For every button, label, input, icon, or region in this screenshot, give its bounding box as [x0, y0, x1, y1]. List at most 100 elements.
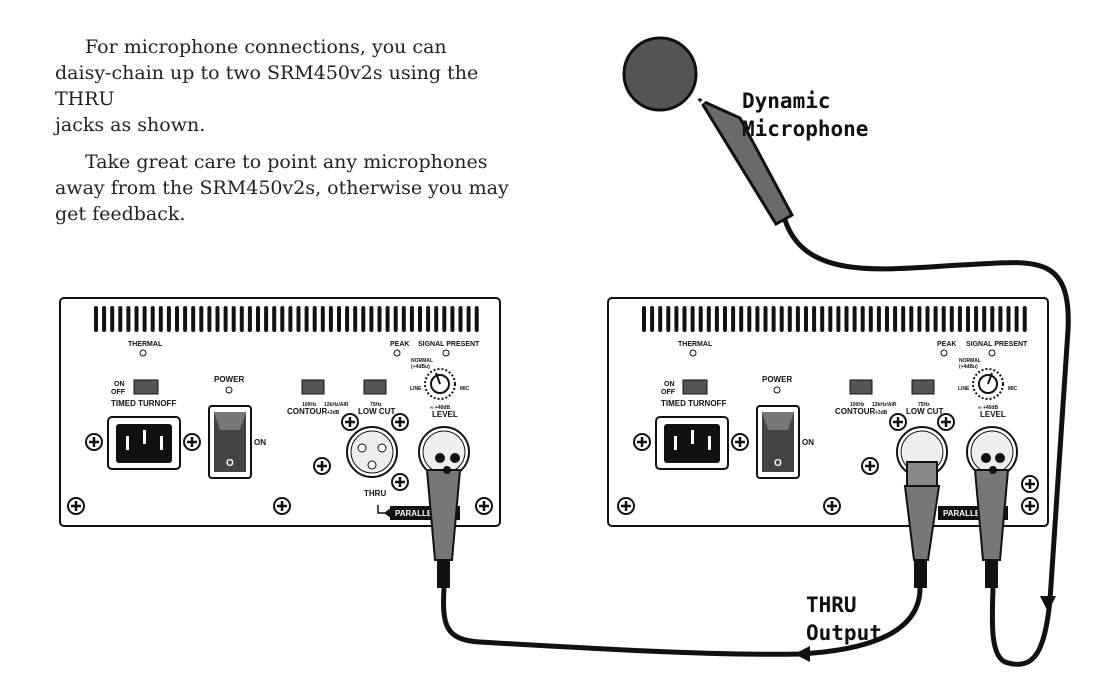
peak-led	[940, 349, 948, 357]
peak-led	[393, 349, 401, 357]
vent-slot	[690, 306, 695, 332]
signal-present-label: SIGNAL PRESENT	[966, 341, 1028, 348]
vent-slot	[458, 306, 463, 332]
dynamic-microphone-icon	[622, 36, 795, 227]
vent-slot	[418, 306, 422, 332]
vent-slot	[474, 306, 479, 332]
low-cut-freq-label: 75Hz	[918, 402, 930, 408]
timed-turnoff-switch[interactable]	[133, 379, 159, 395]
low-cut-switch[interactable]	[911, 379, 935, 395]
vent-slot	[852, 306, 857, 332]
vent-slot	[361, 306, 366, 332]
signal-present-led	[988, 349, 996, 357]
vent-slot	[1022, 306, 1027, 332]
vent-slot	[755, 306, 760, 332]
vent-slot	[369, 306, 374, 332]
mic-gain-label: MIC	[460, 386, 470, 392]
vent-slot	[795, 306, 800, 332]
contour-label: CONTOUR	[835, 407, 876, 416]
vent-slot	[385, 306, 390, 332]
vent-slot	[215, 306, 220, 332]
contour-freq-label: 100Hz	[850, 402, 865, 408]
vent-slots	[94, 306, 479, 332]
vent-slot	[207, 306, 212, 332]
on-label: ON	[664, 381, 675, 388]
vent-slot	[466, 306, 471, 332]
microphone-cable	[782, 219, 1071, 667]
vent-slot	[739, 306, 744, 332]
normal-sub-label: (+4dBu)	[959, 364, 978, 370]
line-label: LINE	[410, 386, 422, 392]
vent-slot	[304, 306, 309, 332]
vent-slot	[134, 306, 139, 332]
vent-slot	[917, 306, 922, 332]
level-label: LEVEL	[432, 410, 458, 419]
low-cut-switch[interactable]	[363, 379, 387, 395]
vent-slot	[868, 306, 873, 332]
intro-line: jacks as shown.	[55, 114, 206, 136]
vent-slot	[409, 306, 414, 332]
contour-switch[interactable]	[301, 379, 325, 395]
intro-line: daisy-chain up to two SRM450v2s using th…	[55, 62, 479, 110]
thermal-led	[689, 349, 697, 357]
vent-slot	[933, 306, 938, 332]
vent-slot	[393, 306, 398, 332]
timed-turnoff-switch[interactable]	[682, 379, 708, 395]
vent-slot	[820, 306, 825, 332]
vent-slot	[272, 306, 277, 332]
vent-slot	[876, 306, 881, 332]
vent-slot	[183, 306, 188, 332]
vent-slot	[126, 306, 131, 332]
vent-slot	[1014, 306, 1019, 332]
on-label: ON	[114, 381, 125, 388]
vent-slot	[925, 306, 930, 332]
vent-slot	[812, 306, 817, 332]
vent-slot	[990, 306, 995, 332]
vent-slot	[909, 306, 914, 332]
vent-slot	[982, 306, 987, 332]
timed-turnoff-label: TIMED TURNOFF	[661, 399, 726, 408]
vent-slot	[1006, 306, 1011, 332]
vent-slot	[264, 306, 269, 332]
vent-slot	[320, 306, 325, 332]
vent-slot	[328, 306, 333, 332]
vent-slot	[658, 306, 663, 332]
signal-present-led	[442, 349, 450, 357]
power-on-label: ON	[802, 438, 814, 447]
vent-slot	[966, 306, 970, 332]
vent-slot	[288, 306, 293, 332]
vent-slot	[650, 306, 655, 332]
level-range-label: ∞ +40dB	[430, 405, 450, 411]
contour-gain-label: +3dB	[327, 410, 340, 416]
power-label: POWER	[762, 375, 792, 384]
thru-xlr-jack[interactable]	[346, 426, 398, 478]
normal-sub-label: (+4dBu)	[411, 364, 430, 370]
vent-slot	[401, 306, 406, 332]
vent-slot	[353, 306, 358, 332]
contour-switch[interactable]	[849, 379, 873, 395]
vent-slot	[723, 306, 727, 332]
low-cut-label: LOW CUT	[358, 407, 395, 416]
power-off-glyph: O	[226, 458, 234, 469]
vent-slot	[442, 306, 447, 332]
vent-slot	[763, 306, 768, 332]
xlr-plug-icon	[973, 453, 1010, 588]
mic-gain-label: MIC	[1008, 386, 1018, 392]
thru-output-label: THRU	[806, 593, 857, 617]
normal-label: NORMAL	[959, 358, 981, 364]
intro-paragraph-1: For microphone connections, you can dais…	[55, 34, 525, 138]
vent-slot	[674, 306, 679, 332]
vent-slot	[102, 306, 107, 332]
contour-freq-label: 100Hz	[302, 402, 317, 408]
signal-present-label: SIGNAL PRESENT	[418, 341, 480, 348]
intro-line: away from the SRM450v2s, otherwise you m…	[55, 177, 509, 199]
vent-slot	[337, 306, 341, 332]
vent-slot	[247, 306, 252, 332]
right-speaker-panel: THERMAL PEAK SIGNAL PRESENT ON OFF TIMED…	[607, 297, 1049, 588]
vent-slot	[957, 306, 962, 332]
vent-slot	[860, 306, 865, 332]
parallel-label: PARALLEL	[943, 509, 985, 518]
vent-slot	[836, 306, 841, 332]
signal-arrow-icon	[794, 646, 810, 662]
